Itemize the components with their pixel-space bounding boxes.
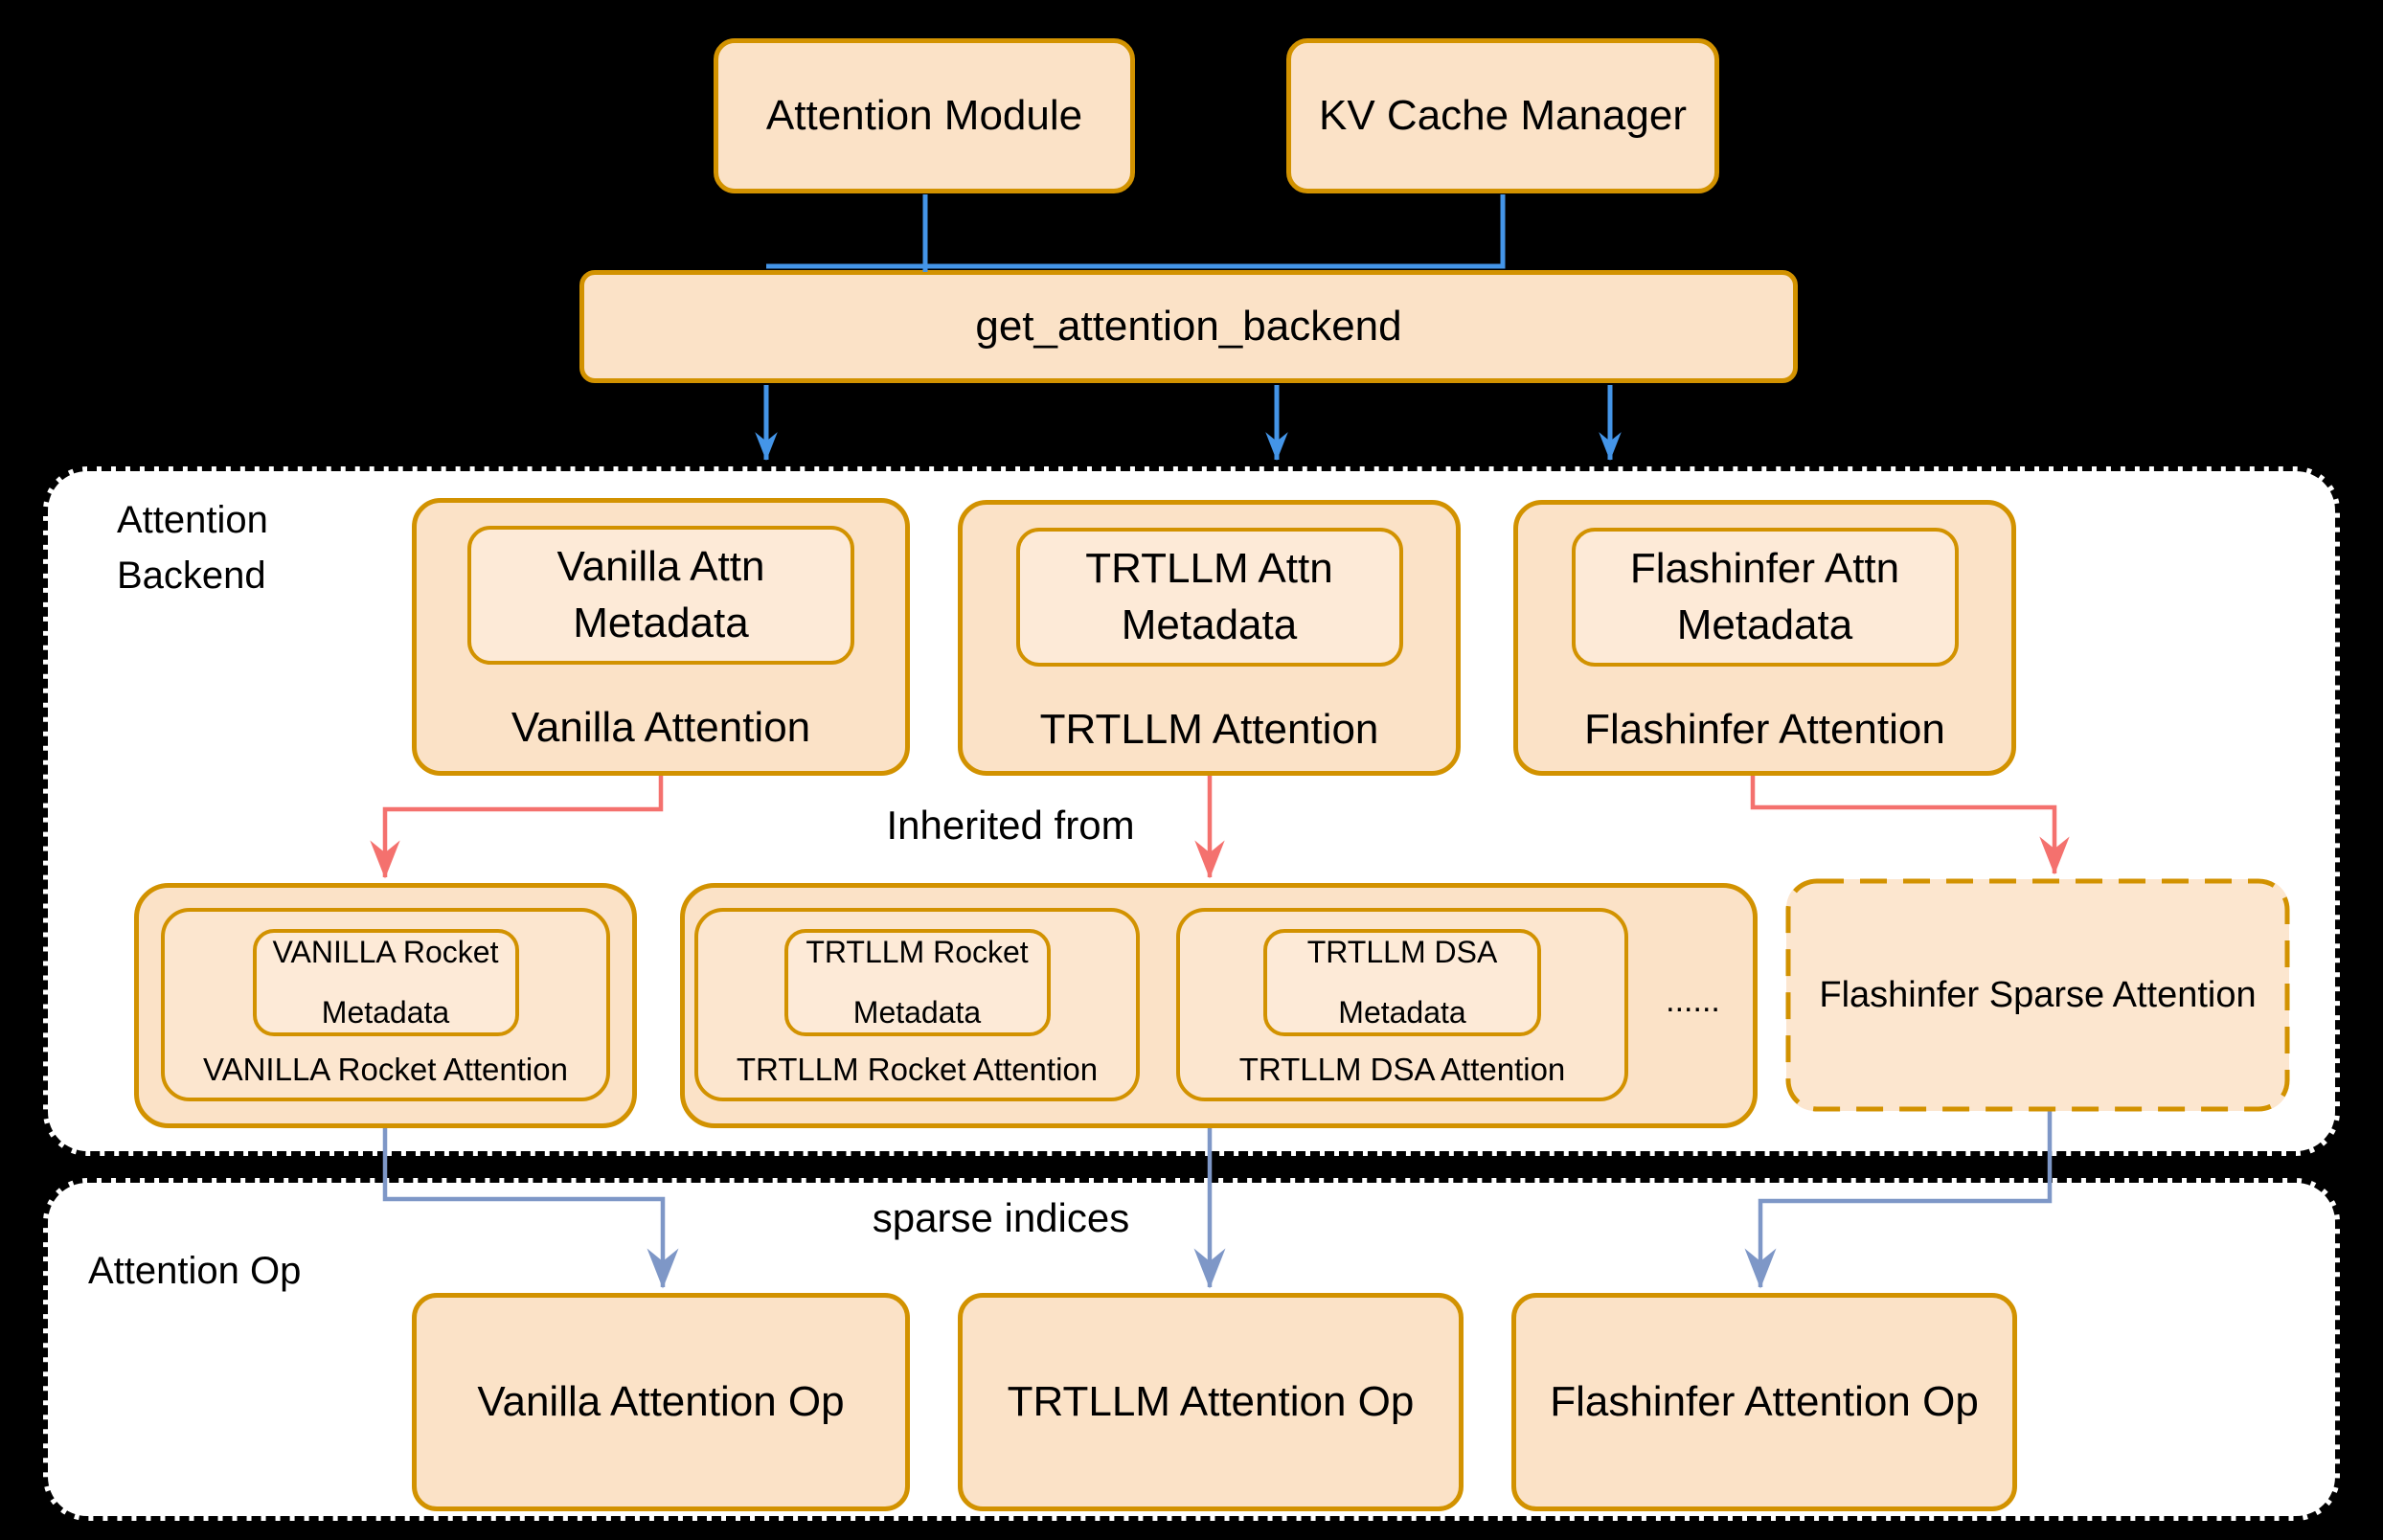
trtllm-rocket-metadata-line2: Metadata bbox=[852, 995, 982, 1030]
node-flashinfer-attention-op: Flashinfer Attention Op bbox=[1511, 1293, 2017, 1511]
backend-section-label-line2: Backend bbox=[117, 555, 266, 597]
trtllm-attention-label: TRTLLM Attention bbox=[1039, 706, 1379, 753]
op-section-label: Attention Op bbox=[88, 1250, 302, 1292]
node-flashinfer-sparse-attention: Flashinfer Sparse Attention bbox=[1786, 879, 2289, 1111]
node-attention-module: Attention Module bbox=[714, 38, 1135, 193]
trtllm-dsa-metadata-line1: TRTLLM DSA bbox=[1306, 935, 1498, 969]
node-flashinfer-attn-metadata: Flashinfer Attn Metadata bbox=[1571, 528, 1959, 667]
node-trtllm-attention-op: TRTLLM Attention Op bbox=[958, 1293, 1464, 1511]
trtllm-dsa-attention-label: TRTLLM DSA Attention bbox=[1238, 1052, 1566, 1087]
vanilla-rocket-attention-label: VANILLA Rocket Attention bbox=[203, 1052, 568, 1087]
edge-kv-cache-to-gab bbox=[766, 194, 1506, 269]
vanilla-attention-label: Vanilla Attention bbox=[511, 704, 811, 751]
trtllm-rocket-metadata-line1: TRTLLM Rocket bbox=[806, 935, 1029, 969]
node-trtllm-rocket-metadata: TRTLLM Rocket Metadata bbox=[783, 929, 1051, 1036]
node-kv-cache-manager: KV Cache Manager bbox=[1286, 38, 1719, 193]
node-vanilla-rocket-metadata: VANILLA Rocket Metadata bbox=[252, 929, 519, 1036]
node-flashinfer-attention: Flashinfer Attn Metadata Flashinfer Atte… bbox=[1513, 500, 2016, 776]
node-vanilla-attention: Vanilla Attn Metadata Vanilla Attention bbox=[412, 498, 910, 776]
node-trtllm-dsa-metadata: TRTLLM DSA Metadata bbox=[1263, 929, 1541, 1036]
node-trtllm-dsa-attention: TRTLLM DSA Metadata TRTLLM DSA Attention bbox=[1176, 908, 1628, 1101]
ellipsis-label: ...... bbox=[1666, 982, 1720, 1019]
node-vanilla-attention-op: Vanilla Attention Op bbox=[412, 1293, 910, 1511]
backend-section-label-line1: Attention bbox=[117, 499, 268, 541]
backend-section-label: Attention Backend bbox=[117, 492, 268, 603]
sparse-indices-label: sparse indices bbox=[872, 1195, 1130, 1240]
node-trtllm-rocket-attention: TRTLLM Rocket Metadata TRTLLM Rocket Att… bbox=[694, 908, 1140, 1101]
node-vanilla-attn-metadata: Vanilla Attn Metadata bbox=[467, 526, 854, 665]
flashinfer-attention-label: Flashinfer Attention bbox=[1584, 706, 1945, 753]
inherited-from-label: Inherited from bbox=[886, 803, 1135, 848]
node-trtllm-attention: TRTLLM Attn Metadata TRTLLM Attention bbox=[958, 500, 1461, 776]
trtllm-rocket-attention-label: TRTLLM Rocket Attention bbox=[736, 1052, 1099, 1087]
node-trtllm-attn-metadata: TRTLLM Attn Metadata bbox=[1015, 528, 1403, 667]
trtllm-dsa-metadata-line2: Metadata bbox=[1338, 995, 1466, 1030]
node-get-attention-backend: get_attention_backend bbox=[579, 270, 1798, 383]
vanilla-rocket-metadata-line1: VANILLA Rocket bbox=[272, 935, 499, 969]
node-vanilla-rocket-attention: VANILLA Rocket Metadata VANILLA Rocket A… bbox=[161, 908, 610, 1101]
vanilla-rocket-metadata-line2: Metadata bbox=[321, 995, 450, 1030]
